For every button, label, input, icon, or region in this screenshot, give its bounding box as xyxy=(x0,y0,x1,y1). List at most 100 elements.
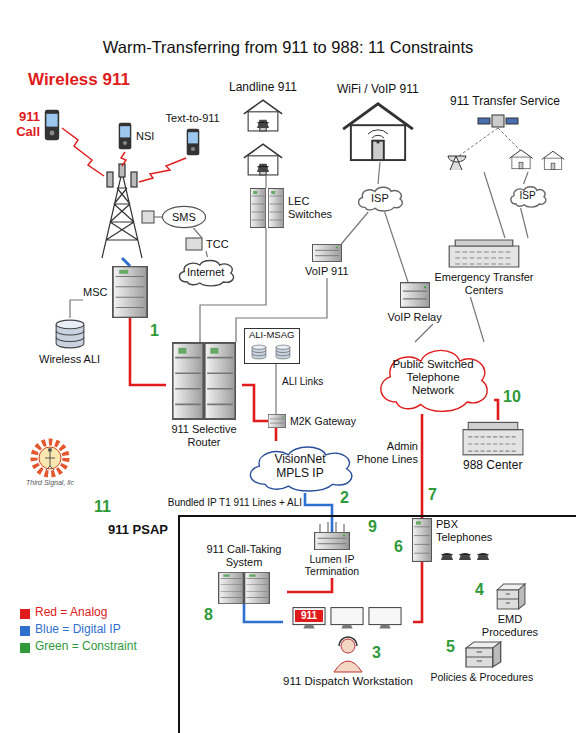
node-label: Internet xyxy=(187,266,224,279)
relay-server xyxy=(401,283,430,308)
node-label: 911 Selective Router xyxy=(166,423,242,448)
label-box: 911 xyxy=(295,610,323,622)
voip-server xyxy=(313,244,342,261)
equipment-node: Text-to-911 xyxy=(166,112,221,156)
connector xyxy=(242,385,268,421)
pbx-cabinet xyxy=(413,519,432,562)
network-cloud: Public Switched Telephone Network xyxy=(372,342,494,414)
transfer-service xyxy=(448,115,564,170)
ali-databases xyxy=(252,345,290,359)
node-label: SMS xyxy=(172,211,196,224)
node-label: Wireless ALI xyxy=(39,353,100,366)
equipment-node: MSC xyxy=(83,266,148,318)
node-label: WiFi / VoIP 911 xyxy=(337,83,419,97)
connector xyxy=(524,172,528,184)
node-label: LEC Switches xyxy=(288,195,338,220)
connector xyxy=(275,364,276,414)
network-cloud: Internet xyxy=(175,257,237,287)
equipment-node: M2K Gateway xyxy=(268,414,356,428)
edge-label: Admin Phone Lines xyxy=(356,440,418,465)
transfer-center xyxy=(449,240,519,267)
cell-tower xyxy=(102,164,142,258)
equipment-node: VoIP 911 xyxy=(305,244,349,278)
ali-database xyxy=(56,320,84,348)
legend-swatch xyxy=(20,643,30,653)
connector xyxy=(341,212,368,244)
legend-row: Blue = Digital IP xyxy=(20,623,170,639)
node-label: NSI xyxy=(136,130,154,143)
tower-feed xyxy=(122,258,130,266)
edge-label-box: Admin Phone Lines xyxy=(356,440,418,465)
callout-number-box: 7 xyxy=(428,486,452,504)
network-cloud: ISP xyxy=(508,184,548,208)
m2k-device xyxy=(268,414,285,427)
tcc-box xyxy=(186,238,202,250)
node-label: 911 PSAP xyxy=(108,523,168,538)
node-label: 911 Call xyxy=(8,110,40,140)
connector xyxy=(70,300,83,318)
msc-cabinet xyxy=(113,267,147,318)
sms-wire xyxy=(154,216,162,217)
diagram-title: Warm-Transferring from 911 to 988: 11 Co… xyxy=(0,38,576,57)
screen-badge: 911 xyxy=(295,610,323,622)
callout-number-box: 6 xyxy=(394,538,418,556)
connector xyxy=(265,176,266,188)
connector xyxy=(378,162,380,184)
connector xyxy=(287,578,332,592)
node-label: Text-to-911 xyxy=(166,112,220,125)
node-label: VoIP 911 xyxy=(305,265,349,278)
node-label: TCC xyxy=(206,238,229,251)
connector xyxy=(413,562,422,622)
callout-number: 8 xyxy=(204,606,228,624)
center-building xyxy=(463,422,523,454)
callout-number-box: 8 xyxy=(204,606,228,624)
equipment-node: 911 Selective Router xyxy=(166,342,242,449)
connector xyxy=(193,228,202,238)
legend-swatch xyxy=(20,626,30,636)
node-label: 988 Center xyxy=(463,459,522,473)
connector xyxy=(415,324,433,342)
legend-text: Green = Constraint xyxy=(35,640,185,654)
equipment-node: Emergency Transfer Centers xyxy=(434,238,534,297)
callout-number-box: 2 xyxy=(340,489,364,507)
callout-number: 10 xyxy=(503,388,531,406)
connector xyxy=(130,318,166,385)
title-box: Warm-Transferring from 911 to 988: 11 Co… xyxy=(0,38,576,57)
landline-houses xyxy=(244,100,282,175)
node-label: Landline 911 xyxy=(229,81,297,95)
node-label: EMD Procedures xyxy=(475,613,545,638)
node-label: Policies & Procedures xyxy=(431,671,534,683)
call-taking-cabinet xyxy=(219,572,270,603)
region-heading: Wireless 911 xyxy=(28,70,178,90)
connector xyxy=(470,297,484,342)
callout-number: 4 xyxy=(475,581,499,599)
callout-number: 2 xyxy=(340,489,364,507)
equipment-node: EMD Procedures xyxy=(475,582,545,639)
callout-number: 1 xyxy=(150,322,174,340)
callout-number-box: 10 xyxy=(503,388,531,406)
connector xyxy=(244,604,283,622)
callout-number-box: 11 xyxy=(94,498,122,516)
equipment-node: LEC Switches xyxy=(250,188,338,228)
voip-house xyxy=(343,104,413,160)
equipment-node: Landline 911 xyxy=(229,81,297,176)
emd-file xyxy=(497,584,525,609)
connector xyxy=(521,208,528,238)
connector xyxy=(206,251,208,257)
node-label: MSC xyxy=(83,286,107,299)
node-label: VisionNet MPLS IP xyxy=(260,453,340,481)
callout-number-box: 1 xyxy=(150,322,174,340)
edge-label-box: ALI Links xyxy=(282,376,342,388)
policy-file xyxy=(466,642,501,667)
callout-number: 6 xyxy=(394,538,418,556)
connector xyxy=(236,278,327,342)
logo-text: Third Signal, llc xyxy=(22,479,78,487)
equipment-node: Lumen IP Termination xyxy=(296,532,368,578)
callout-number: 9 xyxy=(368,518,392,536)
edge-label-box: Bundled IP T1 911 Lines + ALI xyxy=(148,497,302,509)
node-label: VoIP Relay xyxy=(388,311,442,324)
node-label: Public Switched Telephone Network xyxy=(391,358,475,398)
sms-gateway xyxy=(142,211,154,223)
equipment-node: PBX Telephones xyxy=(412,518,500,562)
edge-label: ALI Links xyxy=(282,376,342,388)
